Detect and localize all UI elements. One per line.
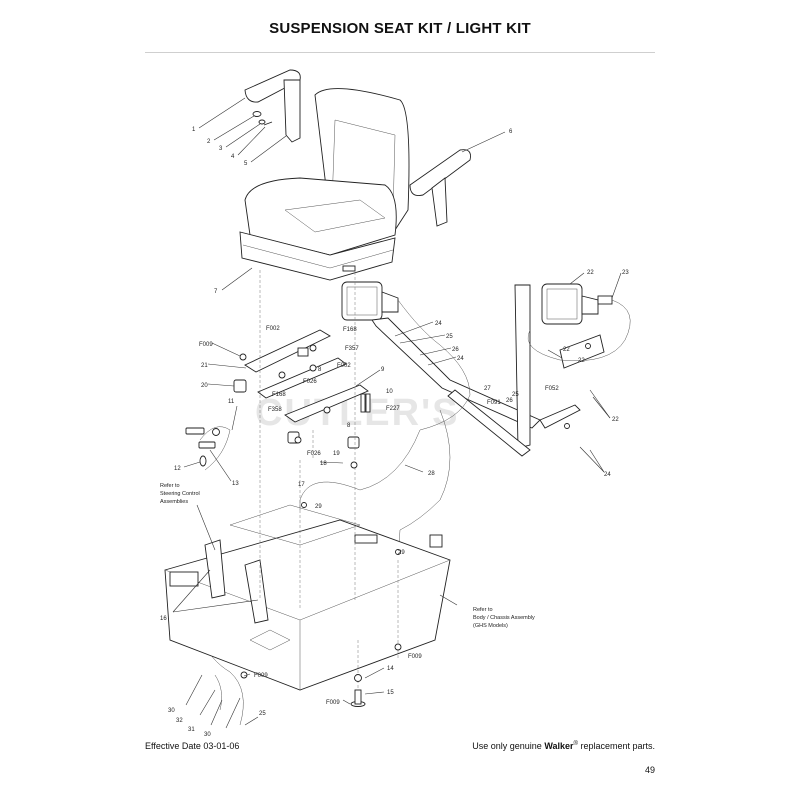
callout-f227: F227	[386, 406, 400, 412]
callout-7: 7	[214, 289, 218, 295]
callout-f002-b: F002	[337, 363, 351, 369]
callout-16: 16	[160, 616, 167, 622]
callout-26-b: 26	[506, 398, 513, 404]
callout-8-b: 8	[347, 423, 351, 429]
callout-24-b: 24	[457, 356, 464, 362]
callout-12: 12	[174, 466, 181, 472]
callout-6: 6	[509, 129, 513, 135]
reference-notes: Refer to Steering Control Assemblies Ref…	[160, 483, 535, 629]
callout-f357: F357	[345, 346, 359, 352]
callout-10: 10	[386, 389, 393, 395]
callout-17: 17	[298, 482, 305, 488]
callout-13: 13	[232, 481, 239, 487]
callout-24-c: 24	[604, 472, 611, 478]
callout-22-d: 22	[612, 417, 619, 423]
callout-25-a: 25	[446, 334, 453, 340]
steering-note-line2: Steering Control	[160, 491, 200, 497]
callout-1: 1	[192, 127, 196, 133]
callout-19: 19	[333, 451, 340, 457]
callout-25-b: 25	[512, 392, 519, 398]
light-bar	[371, 284, 605, 457]
callout-f168-a: F168	[343, 327, 357, 333]
callout-f009-b: F009	[408, 654, 422, 660]
suspension-seat	[239, 88, 410, 281]
armrest-hardware	[252, 111, 273, 126]
genuine-parts-notice: Use only genuine Walker® replacement par…	[472, 741, 655, 751]
callout-f168-b: F168	[272, 392, 286, 398]
callout-27: 27	[484, 386, 491, 392]
callout-28: 28	[428, 471, 435, 477]
page-title: SUSPENSION SEAT KIT / LIGHT KIT	[269, 20, 531, 37]
registered-mark: ®	[573, 741, 578, 747]
notice-suffix: replacement parts.	[580, 741, 655, 751]
callout-f358: F358	[268, 407, 282, 413]
callout-22-c: 22	[578, 358, 585, 364]
callout-2: 2	[207, 139, 211, 145]
callout-f002-a: F002	[266, 326, 280, 332]
callout-30-a: 30	[168, 708, 175, 714]
right-armrest	[409, 149, 471, 227]
leader-lines	[172, 97, 622, 729]
callout-22-a: 22	[587, 270, 594, 276]
tractor-body	[164, 504, 451, 691]
callout-3: 3	[219, 146, 223, 152]
callout-23: 23	[622, 270, 629, 276]
body-note-line2: Body / Chassis Assembly	[473, 615, 535, 621]
callout-15: 15	[387, 690, 394, 696]
callout-20: 20	[201, 383, 208, 389]
callout-f009-d: F009	[254, 673, 268, 679]
callout-24-a: 24	[435, 321, 442, 327]
brand-name: Walker	[544, 741, 574, 751]
effective-date: Effective Date 03-01-06	[145, 741, 240, 751]
title-divider	[145, 52, 655, 53]
right-work-light	[541, 283, 613, 325]
steering-note-line3: Assemblies	[160, 499, 188, 505]
callout-22-b: 22	[563, 347, 570, 353]
assembly-centre-lines	[259, 270, 399, 705]
callout-11: 11	[228, 399, 235, 405]
steering-note-line1: Refer to	[160, 483, 180, 489]
callout-f052: F052	[545, 386, 559, 392]
callout-21: 21	[201, 363, 208, 369]
callout-f026-b: F026	[307, 451, 321, 457]
callout-29-b: 29	[398, 550, 405, 556]
notice-prefix: Use only genuine	[472, 741, 542, 751]
callout-31: 31	[188, 727, 195, 733]
callout-f009-c: F009	[326, 700, 340, 706]
callout-9: 9	[381, 367, 385, 373]
callout-25-c: 25	[259, 711, 266, 717]
callout-f091: F091	[487, 400, 501, 406]
callout-5: 5	[244, 161, 248, 167]
callout-30-b: 30	[204, 732, 211, 738]
callout-8-a: 8	[318, 367, 322, 373]
left-work-light	[341, 281, 399, 321]
page-number: 49	[644, 765, 655, 775]
callout-f009-a: F009	[199, 342, 213, 348]
callout-4: 4	[231, 154, 235, 160]
body-note-line1: Refer to	[473, 607, 493, 613]
callout-32: 32	[176, 718, 183, 724]
callout-18: 18	[320, 461, 327, 467]
left-armrest	[244, 69, 301, 143]
watermark: CUTLER'S	[255, 392, 459, 434]
callout-26-a: 26	[452, 347, 459, 353]
body-note-line3: (GHS Models)	[473, 623, 508, 629]
callout-14: 14	[387, 666, 394, 672]
callout-29-a: 29	[315, 504, 322, 510]
callout-labels: 1 2 3 4 5 6 7 F009 21 20 F002 F168 F357 …	[160, 127, 629, 738]
callout-f026-a: F026	[303, 379, 317, 385]
